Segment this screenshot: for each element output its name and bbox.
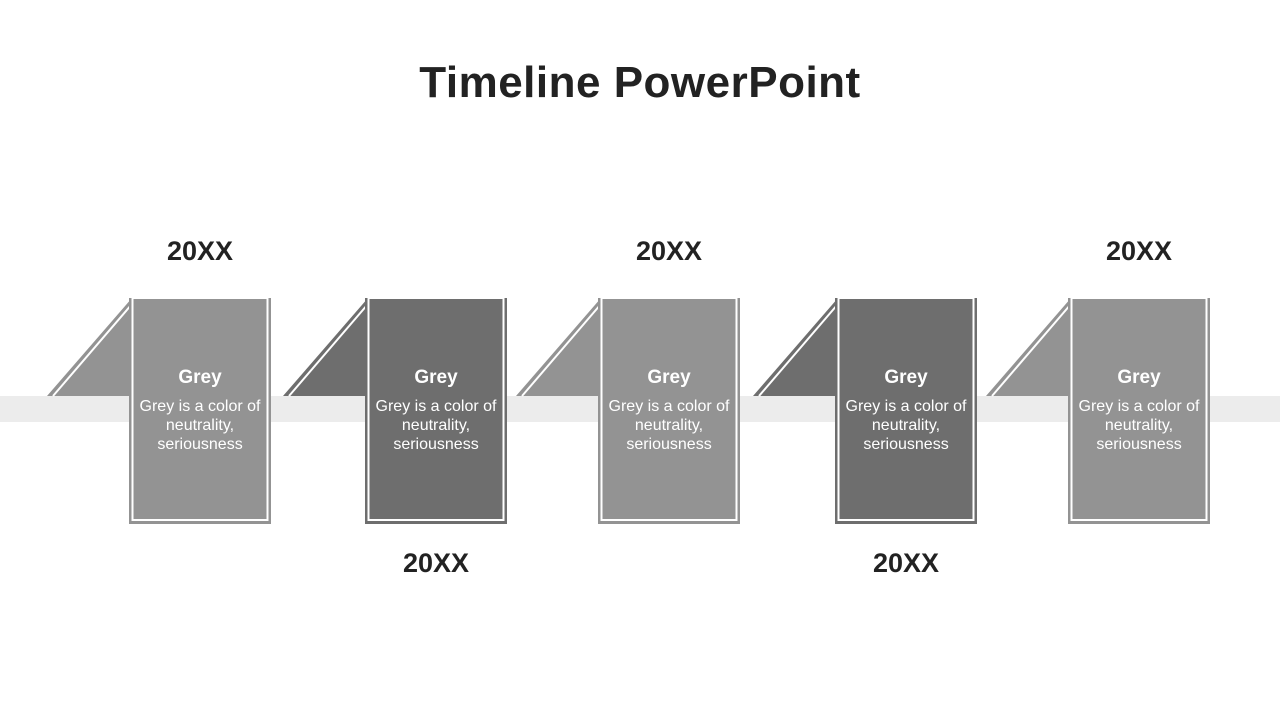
step-card: Grey Grey is a color of neutrality, seri… bbox=[1068, 298, 1210, 522]
step-card: Grey Grey is a color of neutrality, seri… bbox=[129, 298, 271, 522]
flag-triangle-edge bbox=[288, 303, 369, 397]
step-description: Grey is a color of neutrality, seriousne… bbox=[1078, 397, 1200, 453]
step-heading: Grey bbox=[178, 366, 222, 388]
flag-card bbox=[835, 298, 977, 524]
flag-triangle-edge bbox=[991, 303, 1072, 397]
step-flag-shape bbox=[283, 297, 507, 524]
step-description: Grey is a color of neutrality, seriousne… bbox=[139, 397, 261, 453]
step-heading: Grey bbox=[647, 366, 691, 388]
step-card: Grey Grey is a color of neutrality, seri… bbox=[835, 298, 977, 522]
timeline-step-3: Grey Grey is a color of neutrality, seri… bbox=[516, 0, 756, 720]
step-year: 20XX bbox=[1105, 236, 1173, 266]
step-year: 20XX bbox=[166, 236, 234, 266]
step-description: Grey is a color of neutrality, seriousne… bbox=[375, 397, 497, 453]
step-flag-shape bbox=[47, 297, 271, 524]
flag-card-frame bbox=[600, 297, 738, 521]
step-year: 20XX bbox=[872, 548, 940, 578]
step-flag-shape bbox=[986, 297, 1210, 524]
step-description: Grey is a color of neutrality, seriousne… bbox=[608, 397, 730, 453]
flag-card bbox=[1068, 298, 1210, 524]
flag-triangle bbox=[753, 298, 838, 396]
step-heading: Grey bbox=[1117, 366, 1161, 388]
step-flag-shape bbox=[753, 297, 977, 524]
timeline-step-5: Grey Grey is a color of neutrality, seri… bbox=[986, 0, 1226, 720]
step-heading: Grey bbox=[884, 366, 928, 388]
step-year: 20XX bbox=[635, 236, 703, 266]
step-card: Grey Grey is a color of neutrality, seri… bbox=[365, 298, 507, 522]
step-year: 20XX bbox=[402, 548, 470, 578]
flag-triangle-edge bbox=[52, 303, 133, 397]
timeline-step-2: Grey Grey is a color of neutrality, seri… bbox=[283, 0, 523, 720]
step-description: Grey is a color of neutrality, seriousne… bbox=[845, 397, 967, 453]
flag-card bbox=[365, 298, 507, 524]
flag-card-frame bbox=[837, 297, 975, 521]
flag-card-frame bbox=[1070, 297, 1208, 521]
flag-card-frame bbox=[131, 297, 269, 521]
flag-card bbox=[129, 298, 271, 524]
timeline-step-1: Grey Grey is a color of neutrality, seri… bbox=[47, 0, 287, 720]
slide-title: Timeline PowerPoint bbox=[419, 58, 861, 107]
flag-triangle-edge bbox=[758, 303, 839, 397]
flag-triangle bbox=[47, 298, 132, 396]
timeline-step-4: Grey Grey is a color of neutrality, seri… bbox=[753, 0, 993, 720]
flag-triangle bbox=[516, 298, 601, 396]
flag-card bbox=[598, 298, 740, 524]
step-card: Grey Grey is a color of neutrality, seri… bbox=[598, 298, 740, 522]
flag-triangle bbox=[283, 298, 368, 396]
flag-triangle-edge bbox=[521, 303, 602, 397]
flag-triangle bbox=[986, 298, 1071, 396]
step-heading: Grey bbox=[414, 366, 458, 388]
flag-card-frame bbox=[367, 297, 505, 521]
step-flag-shape bbox=[516, 297, 740, 524]
